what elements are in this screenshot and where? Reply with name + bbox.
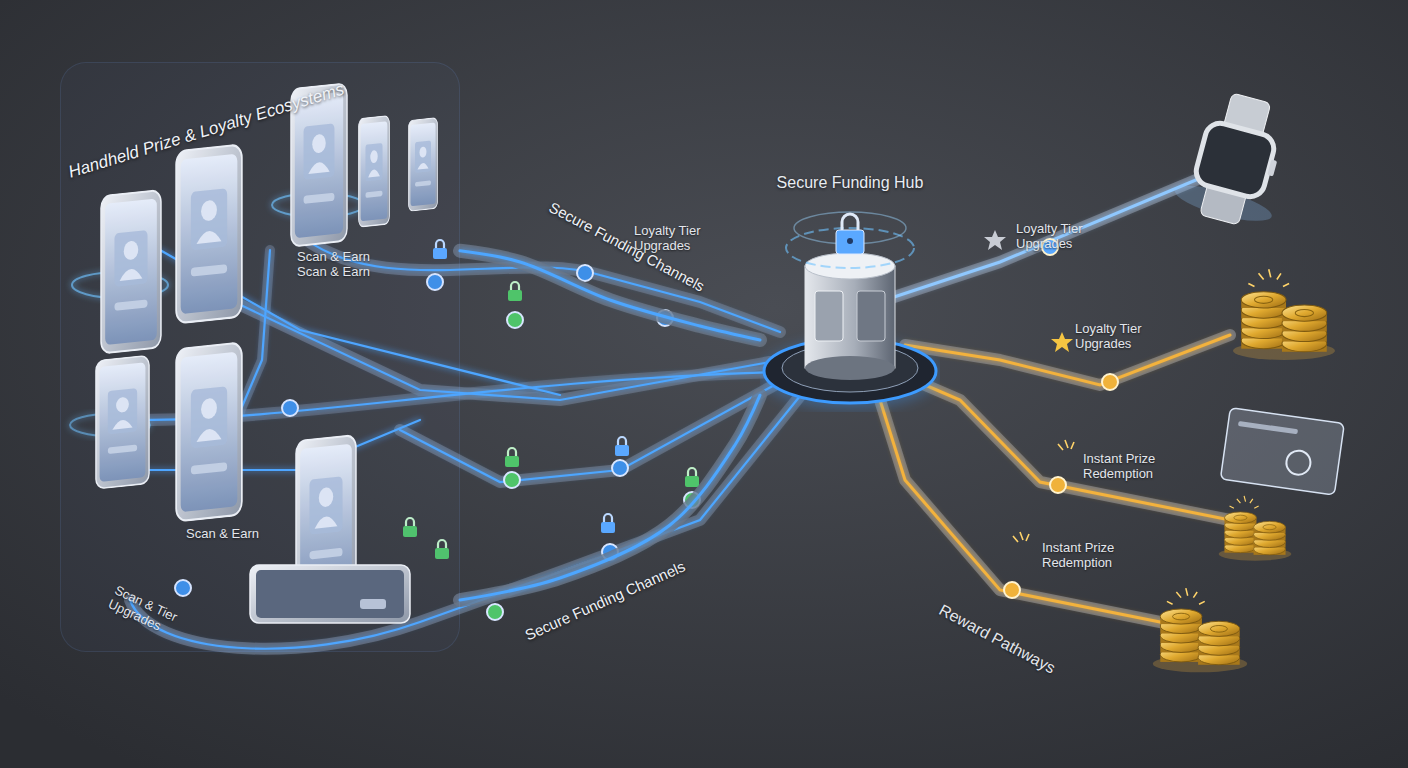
lock-icons (615, 445, 629, 456)
ecosystem-heading: Handheld Prize & Loyalty Ecosystems (66, 63, 402, 183)
lock-icons (511, 282, 519, 290)
reward-streams (885, 172, 1215, 300)
lock-icons (508, 282, 522, 301)
callout-label: Loyalty Tier Upgrades (1016, 222, 1116, 252)
hub-body (805, 266, 895, 368)
smartwatch (1171, 85, 1300, 233)
channel-nodes (487, 604, 503, 620)
smartwatch (1193, 120, 1277, 200)
reward-nodes (1050, 477, 1066, 493)
lock-icons (505, 456, 519, 467)
lock-icons (685, 468, 699, 487)
channel-nodes (504, 472, 520, 488)
channel-track (460, 395, 760, 600)
reward-streams (880, 172, 1240, 625)
callout-label: Loyalty Tier Upgrades (1075, 322, 1175, 352)
lock-icons (508, 448, 516, 456)
reward-tracks (885, 172, 1215, 300)
hub-ring (786, 228, 914, 268)
reward-tracks (880, 172, 1240, 625)
reward-stars (1051, 332, 1073, 352)
reward-streams (880, 400, 1175, 625)
reward-card (1220, 408, 1344, 495)
lock-icons (688, 468, 696, 476)
callout-label: Instant Prize Redemption (1083, 452, 1183, 482)
reward-stars (984, 230, 1074, 542)
reward-nodes (1102, 374, 1118, 390)
coin-stacks (1219, 496, 1292, 561)
device-ecosystem: Handheld Prize & Loyalty Ecosystems (60, 62, 460, 652)
lock-icons (615, 437, 629, 456)
funding-channel (460, 251, 760, 340)
hub-heading: Secure Funding Hub (760, 174, 940, 192)
hub-door (815, 291, 843, 341)
lock-keyhole (847, 238, 853, 244)
reward-card (1238, 421, 1298, 434)
reward-stars (984, 230, 1006, 250)
smartwatch (1267, 159, 1277, 176)
lock-icons (601, 522, 615, 533)
hub-ring (794, 212, 906, 244)
lock-icons (508, 290, 522, 301)
lock-shackle (842, 214, 858, 230)
lock-body (836, 230, 864, 254)
channel-nodes (612, 460, 628, 476)
callout-label: Instant Prize Redemption (1042, 541, 1142, 571)
callout-label: Scan & Earn (297, 250, 387, 265)
lock-icons (505, 448, 519, 467)
hub-foot (805, 356, 895, 380)
channel-track (460, 251, 760, 340)
lock-icons (601, 514, 615, 533)
coin-stacks (1233, 269, 1335, 360)
reward-card (1285, 449, 1312, 476)
funding-channel (460, 395, 760, 600)
coin-stacks (1153, 588, 1248, 672)
callout-label: Scan & Earn (297, 265, 387, 280)
funding-hub: Secure Funding Hub (760, 172, 940, 412)
channel-nodes (577, 265, 593, 281)
reward-card (1220, 408, 1344, 495)
channel-nodes (507, 312, 523, 328)
lock-icons (604, 514, 612, 522)
lock-icons (685, 476, 699, 487)
reward-nodes (1004, 582, 1020, 598)
reward-stars (1013, 440, 1074, 542)
lock-icons (618, 437, 626, 445)
callout-label: Scan & Earn (186, 527, 276, 542)
funding-channel-group (460, 395, 760, 600)
hub-door (857, 291, 885, 341)
hub-vault (760, 206, 940, 412)
funding-channel-group (460, 251, 760, 340)
reward-tracks (880, 400, 1175, 625)
